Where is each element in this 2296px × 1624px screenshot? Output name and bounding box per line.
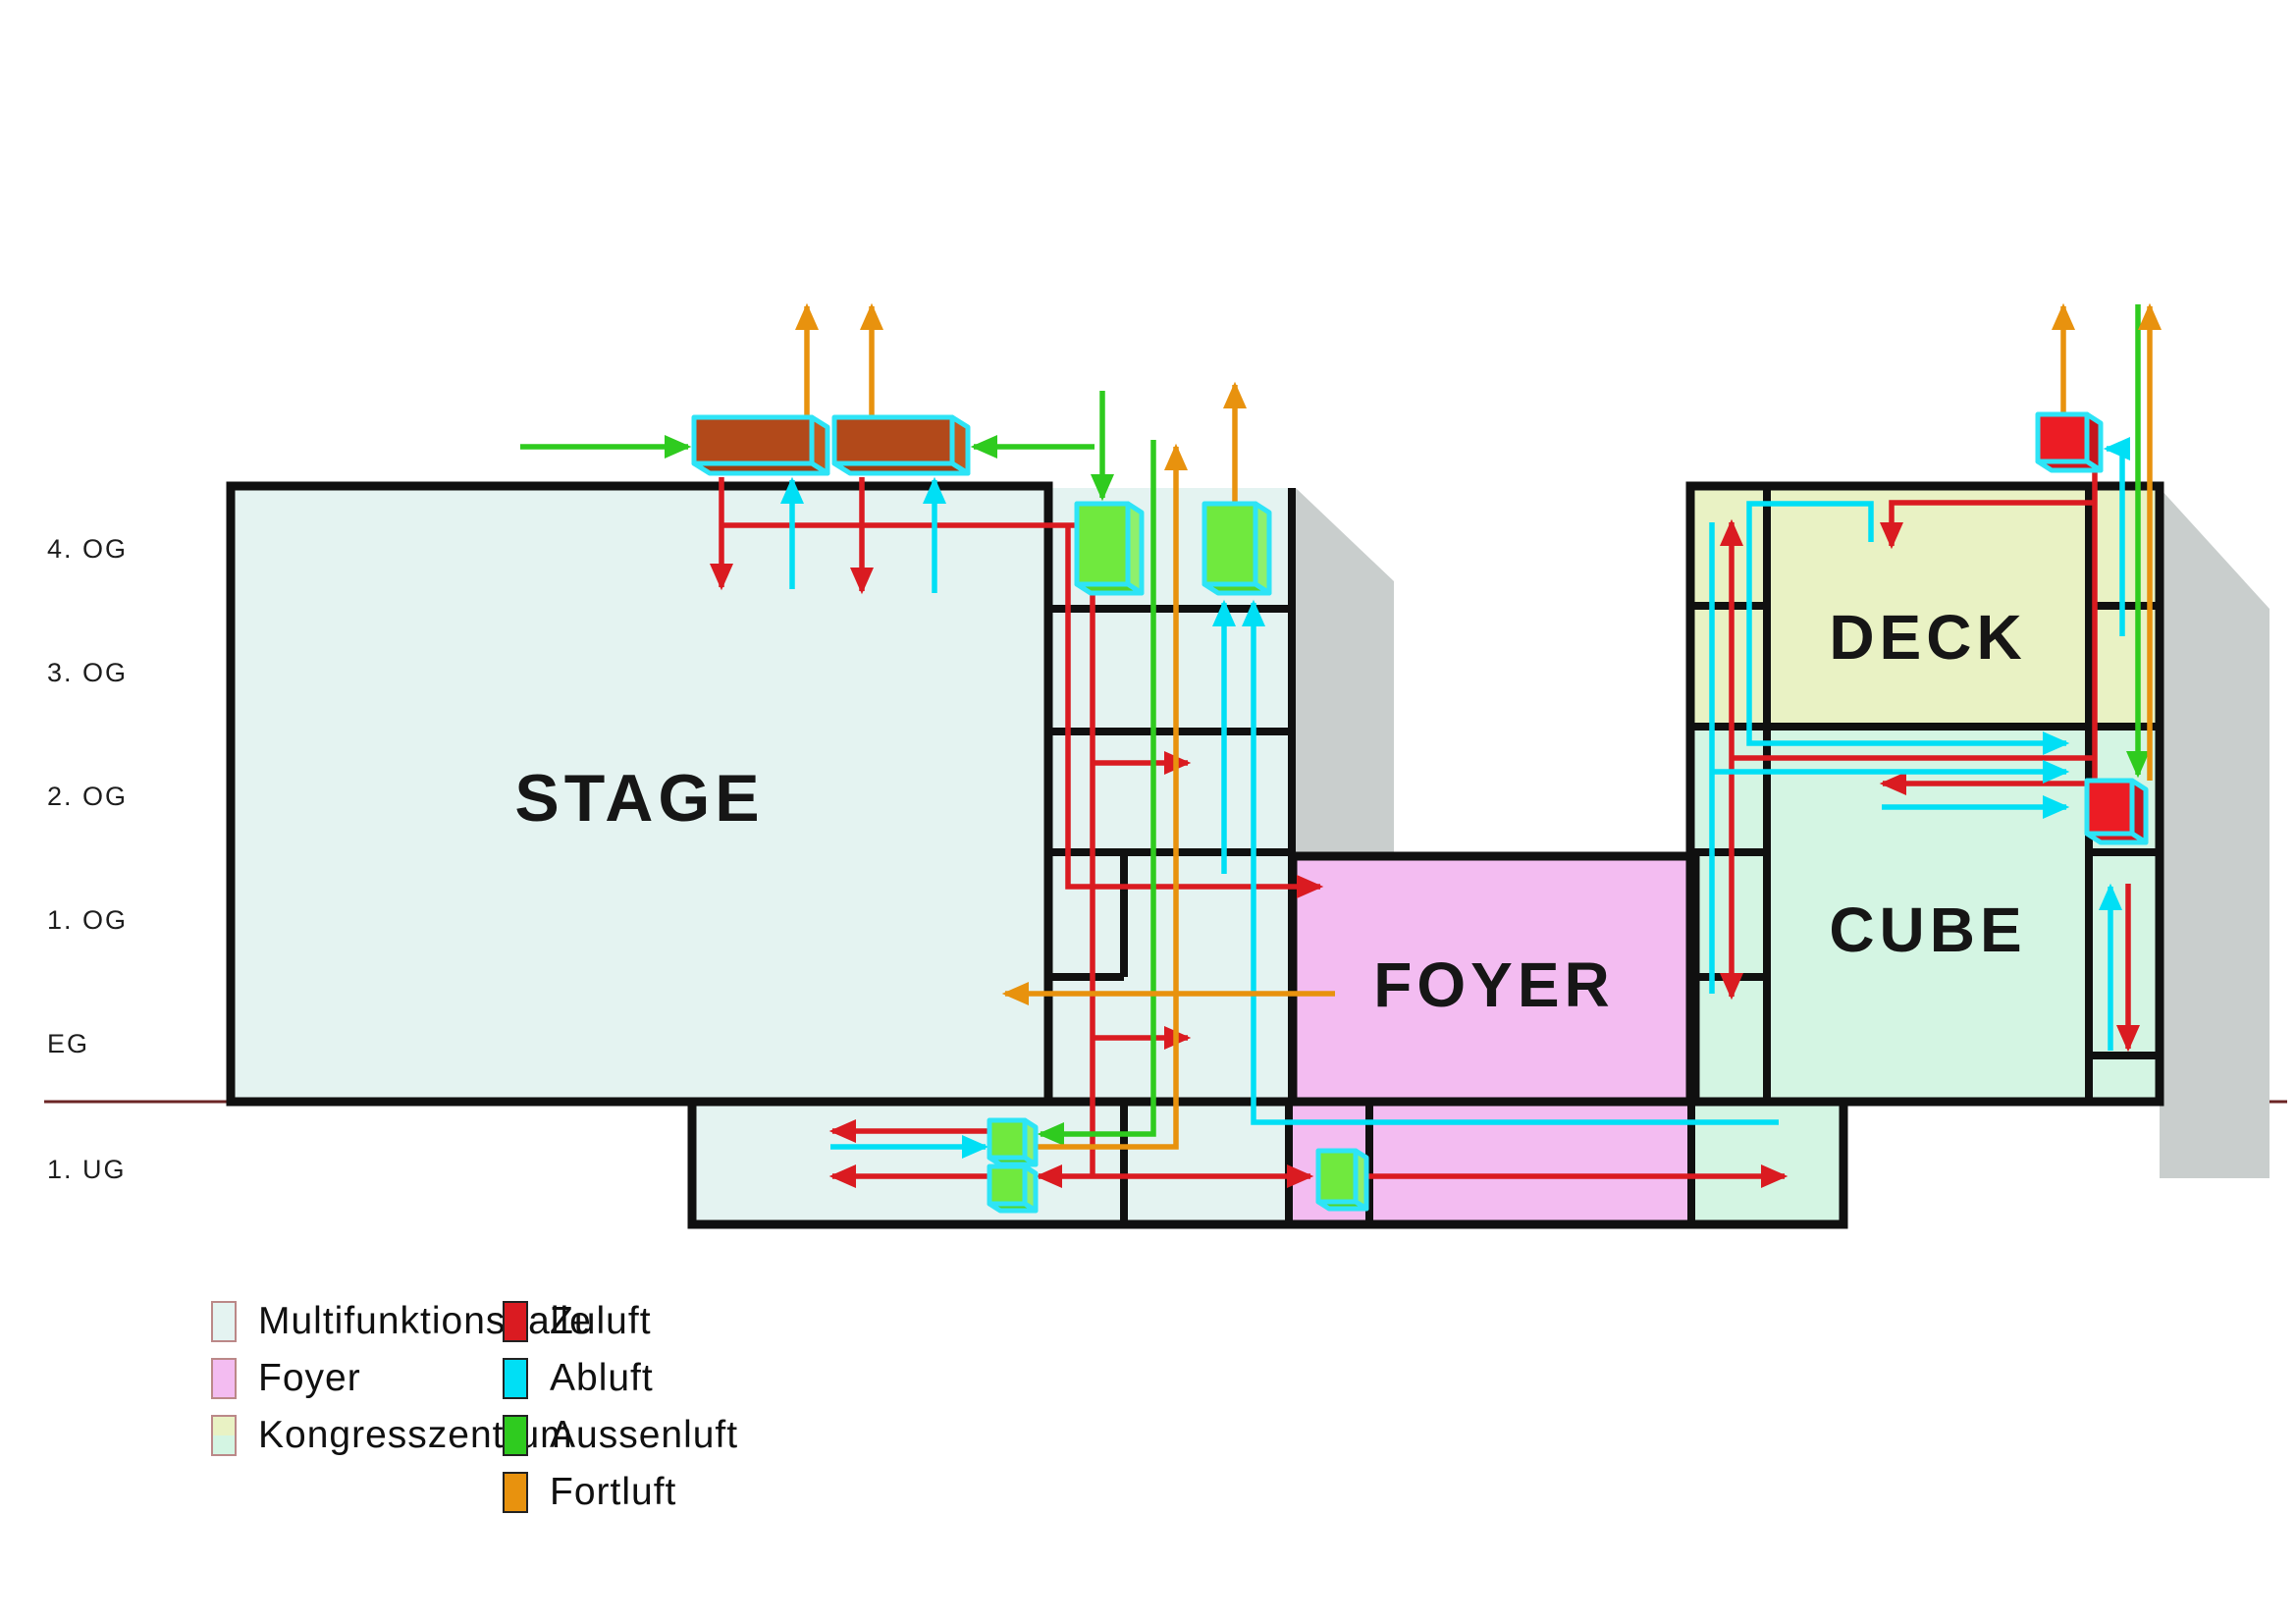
legend-label: Abluft	[550, 1357, 654, 1399]
floor-label-4og: 4. OG	[47, 534, 129, 564]
foyer-label: FOYER	[1373, 949, 1615, 1020]
floor-label-2og: 2. OG	[47, 782, 129, 811]
shaft-tower-fill	[1048, 488, 1292, 1102]
legend-row-multifunktionshalle: Multifunktionshalle	[211, 1300, 592, 1343]
basement-hall-fill	[692, 1102, 1289, 1224]
multifunktionshalle-swatch	[211, 1301, 237, 1342]
legend-label: Foyer	[258, 1357, 361, 1399]
floor-label-3og: 3. OG	[47, 658, 129, 687]
aussenluft-swatch	[503, 1415, 528, 1456]
legend-label: Multifunktionshalle	[258, 1300, 592, 1342]
basement-foyer-fill	[1289, 1102, 1691, 1224]
stage-label: STAGE	[514, 761, 765, 836]
floor-label-eg: EG	[47, 1029, 90, 1058]
fortluft-swatch	[503, 1472, 528, 1513]
kongresszentrum-swatch	[211, 1415, 237, 1456]
legend-label: Aussenluft	[550, 1414, 739, 1456]
legend-label: Zuluft	[550, 1300, 652, 1342]
deck-label: DECK	[1829, 602, 2027, 673]
legend-label: Fortluft	[550, 1471, 677, 1513]
floor-label-1og: 1. OG	[47, 905, 129, 935]
basement-congress-fill	[1691, 1102, 1843, 1224]
cube-label: CUBE	[1829, 894, 2027, 965]
zuluft-swatch	[503, 1301, 528, 1342]
abluft-swatch	[503, 1358, 528, 1399]
foyer-swatch	[211, 1358, 237, 1399]
legend-row-foyer: Foyer	[211, 1357, 361, 1400]
legend-row-aussenluft: Aussenluft	[503, 1414, 738, 1457]
legend-row-fortluft: Fortluft	[503, 1471, 676, 1514]
legend-row-abluft: Abluft	[503, 1357, 654, 1400]
legend-row-zuluft: Zuluft	[503, 1300, 652, 1343]
floor-label-1ug: 1. UG	[47, 1155, 127, 1184]
